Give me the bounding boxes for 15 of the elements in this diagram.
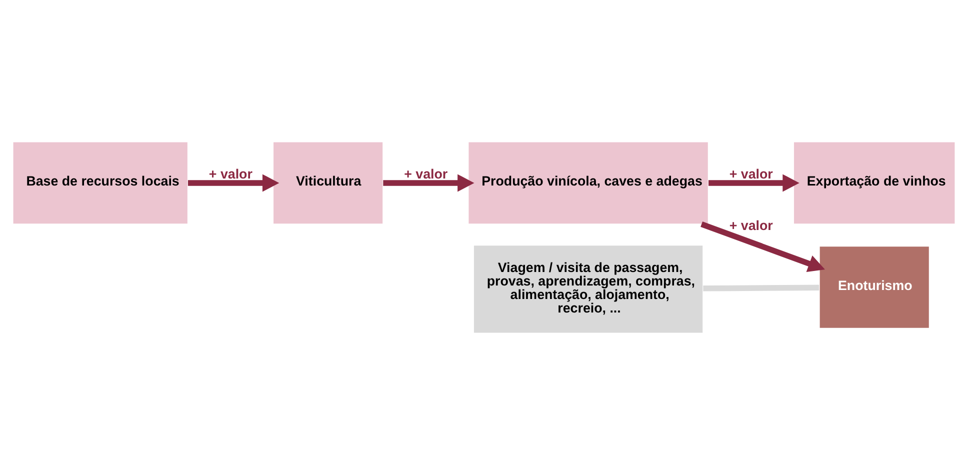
node-box: Enoturismo [818,245,930,328]
node-box: Exportação de vinhos [793,140,956,224]
edge-label: + valor [404,166,448,181]
arrow [383,174,474,192]
connector [703,284,820,291]
arrow [708,174,800,192]
arrow [700,220,825,272]
node-box: Viagem / visita de passagem, provas, aprendizagem, compras, alimentação, alojamento, recreio, ... [473,244,704,334]
node-box: Produção vinícola, caves e adegas [468,140,709,224]
arrow [188,174,280,192]
edge-label: + valor [729,218,773,233]
edge-label: + valor [729,166,773,181]
edge-label: + valor [208,166,252,181]
node-box: Viticultura [272,140,384,224]
node-box: Base de recursos locais [12,140,188,224]
